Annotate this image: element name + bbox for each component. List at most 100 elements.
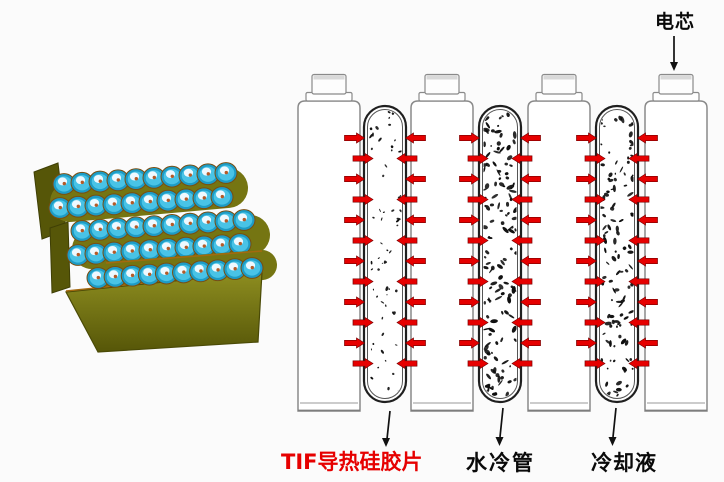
module-cylindrical-cell xyxy=(70,171,94,194)
heat-arrow xyxy=(404,214,426,226)
plate-rim xyxy=(105,250,263,264)
module-cylindrical-cell xyxy=(66,195,90,218)
module-cylindrical-cell xyxy=(228,233,252,255)
coolant-speckles xyxy=(369,111,402,392)
heat-arrow xyxy=(576,173,598,185)
module-cylindrical-cell xyxy=(120,264,144,287)
module-cylindrical-cell xyxy=(240,257,264,279)
module-cylindrical-cell xyxy=(174,236,198,259)
heat-arrow xyxy=(636,337,658,349)
module-cylindrical-cell xyxy=(48,197,72,219)
heat-arrow xyxy=(511,316,533,329)
heat-arrow xyxy=(404,255,426,267)
module-cylindrical-cell xyxy=(66,244,90,266)
heat-arrow xyxy=(344,173,366,185)
heat-arrow xyxy=(511,152,533,165)
heat-arrow xyxy=(584,316,606,329)
heat-arrow xyxy=(628,275,650,288)
heat-arrow xyxy=(584,152,606,165)
module-cylindrical-cell xyxy=(214,162,238,184)
module-cylindrical-cell xyxy=(102,193,126,216)
cooling-tube xyxy=(594,104,640,404)
cooling-tube xyxy=(362,104,408,404)
heat-arrow xyxy=(396,152,418,165)
cooling-tubes xyxy=(362,104,640,404)
heat-arrow xyxy=(396,316,418,329)
heat-arrow xyxy=(636,132,658,144)
heat-arrow xyxy=(352,357,374,370)
heat-arrow xyxy=(576,296,598,308)
heat-arrow xyxy=(459,337,481,349)
battery-cell xyxy=(644,73,708,412)
cell-terminal xyxy=(305,73,353,102)
heat-arrow xyxy=(519,132,541,144)
label-thermal-pad: TIF导热硅胶片 xyxy=(281,450,423,474)
heat-arrow xyxy=(344,337,366,349)
heat-arrow xyxy=(628,193,650,206)
heat-arrow xyxy=(636,173,658,185)
heat-arrow xyxy=(584,193,606,206)
module-cylindrical-cell xyxy=(52,173,76,195)
module-cylindrical-cell xyxy=(70,220,94,242)
module-cylindrical-cell xyxy=(174,188,198,211)
heat-arrow xyxy=(628,234,650,247)
heat-arrow xyxy=(636,296,658,308)
heat-arrow xyxy=(628,357,650,370)
heat-arrow xyxy=(628,316,650,329)
battery-cell xyxy=(527,73,591,412)
module-cylindrical-cell xyxy=(214,210,238,233)
heat-arrow xyxy=(584,357,606,370)
heat-arrow xyxy=(352,275,374,288)
module-cylindrical-cell xyxy=(192,235,216,258)
module-cylindrical-cell xyxy=(88,218,112,241)
heat-arrow xyxy=(344,132,366,144)
heat-arrow xyxy=(404,296,426,308)
module-cylindrical-cell xyxy=(160,165,184,188)
annotation-arrows xyxy=(382,36,678,447)
heat-arrow xyxy=(459,296,481,308)
cooling-tube xyxy=(477,104,523,404)
module-cylindrical-cell xyxy=(84,194,108,217)
battery-cell xyxy=(410,73,474,412)
module-cylindrical-cell xyxy=(120,192,144,215)
heat-arrow xyxy=(576,337,598,349)
heat-arrow xyxy=(459,214,481,226)
module-cylindrical-cell xyxy=(172,261,196,284)
heat-arrow xyxy=(467,357,489,370)
module-cylindrical-cell xyxy=(196,163,220,186)
cell-terminal xyxy=(652,73,700,102)
heat-arrow xyxy=(584,234,606,247)
heat-arrow xyxy=(404,132,426,144)
heat-arrow xyxy=(344,214,366,226)
heat-arrow xyxy=(467,316,489,329)
module-cylindrical-cell xyxy=(223,258,247,281)
heat-arrow xyxy=(459,132,481,144)
module-cylindrical-cell xyxy=(84,242,108,265)
pointer-arrowhead-icon xyxy=(382,438,390,447)
heat-arrow xyxy=(576,255,598,267)
heat-arrow xyxy=(352,193,374,206)
cell-terminal xyxy=(418,73,466,102)
heat-arrow xyxy=(352,234,374,247)
pointer-arrow-line xyxy=(386,410,391,440)
coolant-speckles xyxy=(483,111,517,398)
pointer-arrow-line xyxy=(612,407,617,438)
module-cylindrical-cell xyxy=(124,216,148,239)
heat-arrow xyxy=(459,173,481,185)
heat-arrow xyxy=(467,152,489,165)
pointer-arrowhead-icon xyxy=(495,437,504,446)
heat-arrow xyxy=(352,316,374,329)
module-cylindrical-cell xyxy=(160,213,184,236)
module-cylindrical-cell xyxy=(178,212,202,235)
heat-arrow xyxy=(636,255,658,267)
heat-arrow xyxy=(519,214,541,226)
module-cylindrical-cell xyxy=(138,190,162,213)
label-water-tube: 水冷管 xyxy=(466,451,535,475)
module-cylindrical-cell xyxy=(178,164,202,187)
pointer-arrowhead-icon xyxy=(608,437,617,446)
heat-arrow xyxy=(519,173,541,185)
label-coolant: 冷却液 xyxy=(591,451,657,475)
heat-arrow xyxy=(459,255,481,267)
heat-arrow xyxy=(344,255,366,267)
heat-arrow xyxy=(576,214,598,226)
